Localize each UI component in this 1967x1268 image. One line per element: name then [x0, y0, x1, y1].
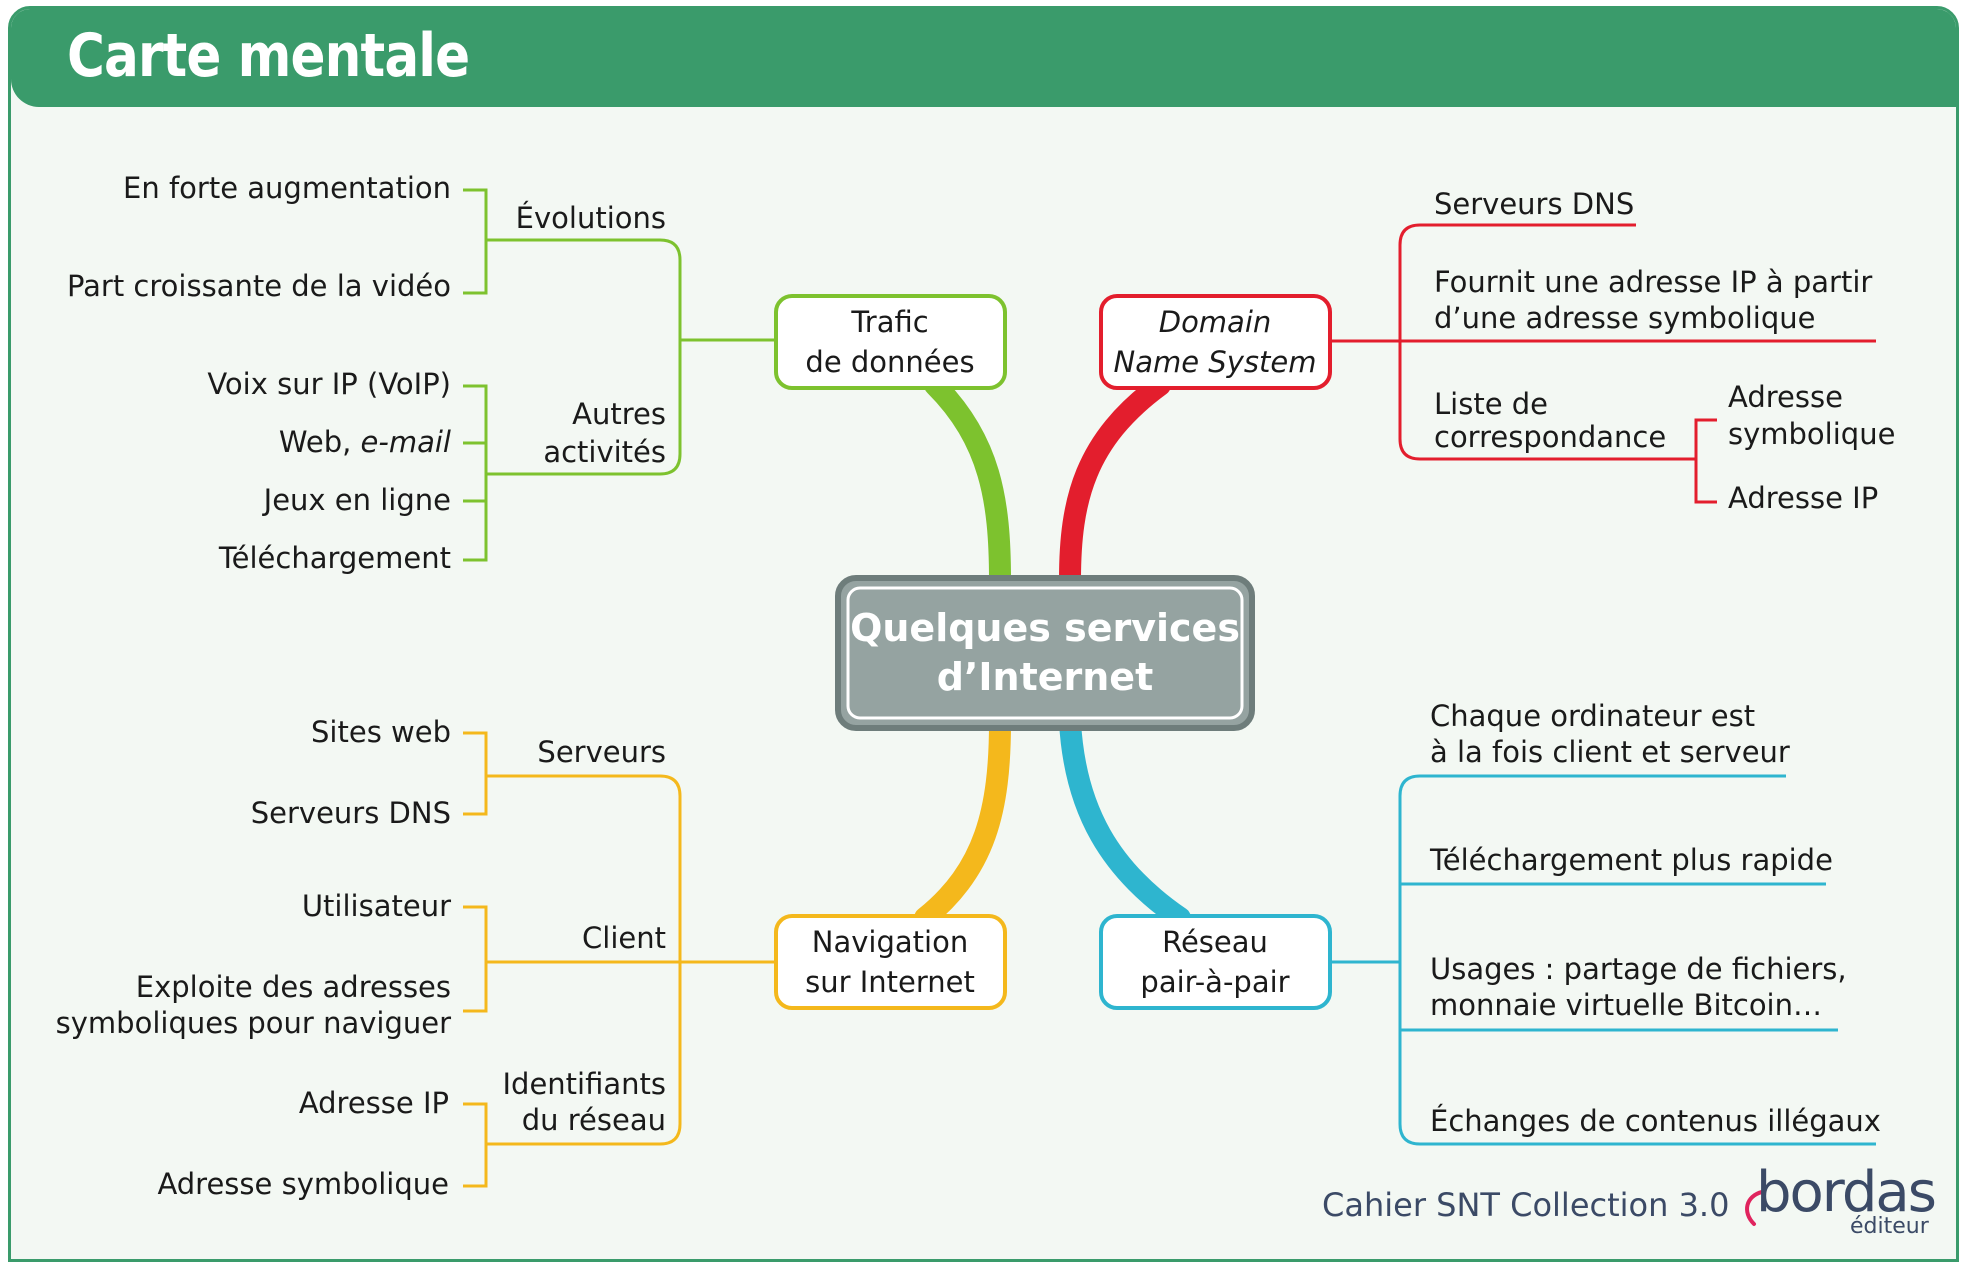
branch-dns: [1330, 223, 1876, 504]
group-label-autres-line2: activités: [543, 435, 666, 469]
node-p2p-line2: pair-à-pair: [1140, 965, 1289, 999]
p2p-item-echanges: Échanges de contenus illégaux: [1430, 1104, 1881, 1138]
node-trafic-line1: Trafic: [850, 305, 928, 339]
p2p-item-chaque-line1: Chaque ordinateur est: [1430, 699, 1755, 733]
leaf-voip: Voix sur IP (VoIP): [207, 367, 451, 401]
connector-dns: [1059, 374, 1171, 591]
p2p-item-chaque-line2: à la fois client et serveur: [1430, 735, 1790, 769]
connector-p2p: [1059, 711, 1191, 929]
node-dns-line2: Name System: [1114, 345, 1317, 379]
dns-item-serveurs: Serveurs DNS: [1434, 187, 1634, 221]
node-navigation-line2: sur Internet: [805, 965, 975, 999]
branch-trafic: [463, 188, 776, 562]
logo-arc-icon: [1745, 1190, 1764, 1226]
leaf-web-email: Web, e-mail: [279, 425, 451, 459]
group-label-autres-line1: Autres: [572, 397, 666, 431]
page-title: Carte mentale: [67, 21, 470, 91]
leaf-part-video: Part croissante de la vidéo: [67, 269, 451, 303]
leaf-exploite-line2: symboliques pour naviguer: [56, 1006, 451, 1040]
footer-collection: Cahier SNT Collection 3.0: [1322, 1186, 1730, 1224]
group-label-serveurs: Serveurs: [537, 735, 666, 769]
p2p-item-usages-line1: Usages : partage de fichiers,: [1430, 952, 1847, 986]
header-bar: Carte mentale: [11, 9, 1956, 107]
group-label-client: Client: [582, 921, 666, 955]
leaf-telechargement: Téléchargement: [218, 541, 451, 575]
dns-sub-adresse-ip: Adresse IP: [1728, 481, 1878, 515]
node-dns: [1099, 294, 1332, 390]
center-line1: Quelques services: [850, 606, 1240, 650]
mind-map-frame: Carte mentale: [8, 6, 1959, 1262]
dns-sub-adresse-line2: symbolique: [1728, 417, 1895, 451]
dns-item-liste-line2: correspondance: [1434, 420, 1666, 454]
leaf-forte-augmentation: En forte augmentation: [123, 171, 451, 205]
leaf-jeux: Jeux en ligne: [262, 483, 451, 517]
dns-item-fournit-line2: d’une adresse symbolique: [1434, 301, 1815, 335]
leaf-email-italic: e-mail: [361, 425, 451, 459]
group-label-identifiants-line1: Identifiants: [502, 1067, 666, 1101]
center-node-outer: [835, 575, 1255, 731]
branch-navigation: [463, 731, 776, 1188]
leaf-adresse-symbolique: Adresse symbolique: [157, 1167, 449, 1201]
p2p-item-usages-line2: monnaie virtuelle Bitcoin…: [1430, 988, 1822, 1022]
node-navigation: [774, 914, 1007, 1010]
leaf-web-text: Web,: [279, 425, 361, 459]
leaf-exploite-line1: Exploite des adresses: [136, 970, 451, 1004]
logo-sub: éditeur: [1850, 1214, 1929, 1239]
node-p2p: [1099, 914, 1332, 1010]
node-trafic-line2: de données: [805, 345, 974, 379]
leaf-utilisateur: Utilisateur: [302, 889, 451, 923]
connector-navigation: [914, 711, 1011, 929]
logo-word: bordas: [1756, 1160, 1937, 1225]
leaf-sites-web: Sites web: [311, 715, 451, 749]
center-line2: d’Internet: [937, 655, 1154, 699]
dns-item-liste-line1: Liste de: [1434, 387, 1548, 421]
node-dns-line1: Domain: [1159, 305, 1272, 339]
center-node-inner: [846, 586, 1244, 720]
leaf-serveurs-dns: Serveurs DNS: [251, 796, 451, 830]
node-trafic: [774, 294, 1007, 390]
group-label-identifiants-line2: du réseau: [522, 1103, 666, 1137]
bordas-logo: bordas éditeur: [1738, 1160, 1937, 1239]
leaf-adresse-ip: Adresse IP: [299, 1086, 449, 1120]
dns-item-fournit-line1: Fournit une adresse IP à partir: [1434, 265, 1872, 299]
branch-p2p: [1330, 774, 1876, 1146]
node-navigation-line1: Navigation: [812, 925, 968, 959]
group-label-evolutions: Évolutions: [516, 201, 666, 235]
connector-trafic: [924, 374, 1011, 591]
p2p-item-telechargement: Téléchargement plus rapide: [1429, 843, 1833, 877]
dns-sub-adresse-line1: Adresse: [1728, 380, 1843, 414]
node-p2p-line1: Réseau: [1162, 925, 1268, 959]
